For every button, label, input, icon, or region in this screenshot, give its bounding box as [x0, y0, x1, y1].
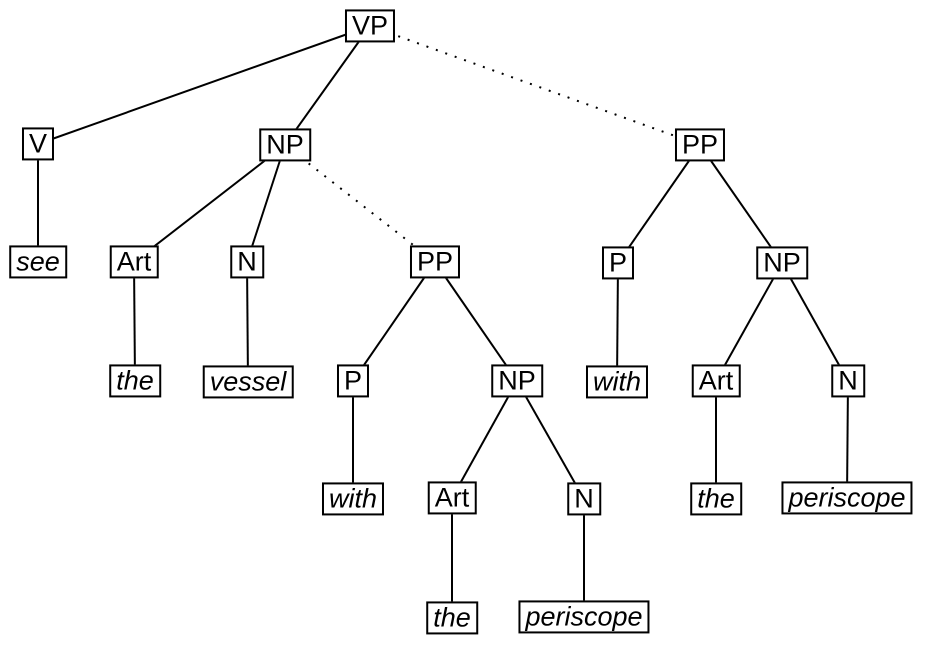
edge-np3-n3: [781, 262, 849, 382]
leaf-node-the1: the: [109, 364, 161, 398]
tree-node-np1: NP: [259, 128, 311, 162]
edge-vp-v: [37, 25, 371, 145]
leaf-node-with1: with: [321, 482, 385, 516]
leaf-node-the3: the: [690, 482, 742, 516]
tree-node-np2: NP: [491, 364, 543, 398]
edge-n1-vessel: [246, 261, 249, 383]
tree-node-p1: P: [336, 364, 370, 398]
edge-vp-pp2-dotted: [369, 25, 701, 146]
edge-vp-np1: [284, 25, 371, 146]
tree-node-n3: N: [831, 364, 865, 398]
edge-art1-the1: [133, 261, 136, 382]
leaf-node-periscope2: periscope: [781, 481, 913, 515]
leaf-node-the2: the: [426, 601, 478, 635]
tree-node-n2: N: [567, 482, 601, 516]
edge-np1-n1: [246, 144, 286, 263]
tree-node-p2: P: [601, 246, 635, 280]
edge-pp2-p2: [617, 144, 701, 264]
tree-node-v: V: [21, 127, 55, 161]
tree-node-art2: Art: [427, 481, 477, 515]
tree-node-np3: NP: [756, 246, 808, 280]
edge-np2-n2: [516, 380, 585, 500]
edge-np1-pp1-dotted: [284, 144, 436, 263]
leaf-node-see: see: [9, 245, 67, 279]
edge-np2-art2: [451, 380, 518, 499]
edge-pp1-np2: [434, 261, 518, 382]
leaf-node-periscope1: periscope: [518, 600, 650, 634]
tree-node-n1: N: [230, 245, 264, 279]
tree-node-vp: VP: [344, 9, 396, 43]
edge-np3-art3: [715, 262, 783, 382]
edge-pp1-p1: [352, 261, 436, 382]
edge-p2-with2: [616, 262, 619, 383]
edge-np1-art1: [133, 144, 286, 263]
leaf-node-vessel: vessel: [202, 365, 294, 399]
tree-node-art3: Art: [691, 364, 741, 398]
edge-pp2-np3: [699, 144, 783, 264]
tree-node-pp1: PP: [409, 245, 461, 279]
leaf-node-with2: with: [585, 365, 649, 399]
tree-node-art1: Art: [109, 245, 159, 279]
edge-n3-periscope2: [846, 380, 849, 499]
tree-node-pp2: PP: [674, 128, 726, 162]
